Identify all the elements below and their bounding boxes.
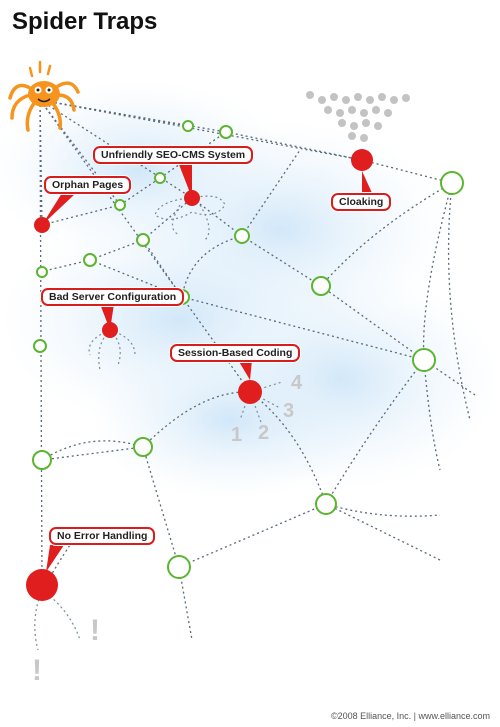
session-number-4: 4	[291, 372, 303, 394]
web-node	[412, 348, 436, 372]
web-node	[133, 437, 153, 457]
web-node	[167, 555, 191, 579]
web-node	[315, 493, 337, 515]
background-clouds	[0, 80, 500, 500]
web-node	[33, 339, 47, 353]
exclamation-mark: !	[90, 614, 100, 647]
no-error-trap-node	[26, 569, 58, 601]
callout-cloaking: Cloaking	[331, 193, 392, 211]
web-node	[234, 228, 250, 244]
green-nodes	[32, 120, 464, 579]
page-title: Spider Traps	[12, 8, 158, 35]
cloaking-dots	[306, 91, 410, 142]
web-node	[182, 120, 194, 132]
web-node	[440, 171, 464, 195]
session-trap-node	[238, 380, 262, 404]
callout-bad-server-configuration: Bad Server Configuration	[41, 288, 185, 306]
web-curves	[41, 182, 471, 591]
web-node	[154, 172, 166, 184]
callout-no-error-handling: No Error Handling	[49, 527, 156, 545]
session-number-3: 3	[283, 400, 295, 422]
callout-unfriendly-seo-cms: Unfriendly SEO-CMS System	[93, 146, 254, 164]
web-node	[136, 233, 150, 247]
cloaking-trap-node	[351, 149, 373, 171]
exclamation-mark: !	[32, 654, 42, 687]
copyright-footer: ©2008 Elliance, Inc. | www.elliance.com	[330, 711, 490, 721]
session-number-2: 2	[258, 422, 270, 444]
web-node	[219, 125, 233, 139]
web-node	[83, 253, 97, 267]
callout-pointers	[42, 162, 372, 572]
spider-icon	[8, 60, 80, 132]
web-node	[114, 199, 126, 211]
session-number-1: 1	[231, 424, 243, 446]
web-node	[311, 276, 331, 296]
callout-session-based-coding: Session-Based Coding	[170, 344, 301, 362]
callout-orphan-pages: Orphan Pages	[44, 176, 132, 194]
web-node	[36, 266, 48, 278]
web-node	[32, 450, 52, 470]
